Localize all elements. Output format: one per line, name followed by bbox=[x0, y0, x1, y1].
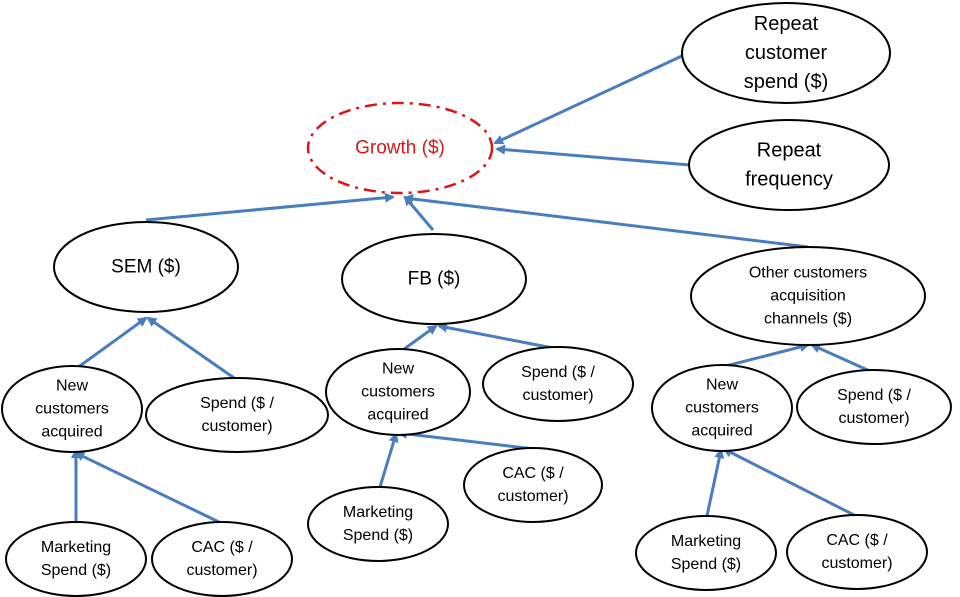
node-repeat-spend-label-line-2: customer bbox=[745, 42, 828, 64]
edge-other-spend-per-customer-to-other-channels bbox=[810, 343, 873, 374]
node-sem: SEM ($) bbox=[53, 221, 239, 313]
node-fb-new-customers-ellipse bbox=[325, 348, 471, 436]
node-other-channels-label-line-2: acquisition bbox=[770, 288, 846, 305]
edge-repeat-spend-to-growth bbox=[493, 53, 685, 145]
node-other-cac-label-line-2: customer) bbox=[821, 555, 892, 572]
edge-other-channels-to-growth bbox=[403, 194, 809, 249]
node-fb-new-customers-label-line-2: customers bbox=[361, 384, 435, 401]
node-other-new-customers-label-line-2: customers bbox=[685, 400, 759, 417]
node-sem-label-line-1: SEM ($) bbox=[111, 257, 181, 278]
node-fb-spend-per-customer: Spend ($ / customer) bbox=[482, 346, 634, 422]
node-sem-new-customers: New customers acquired bbox=[1, 365, 143, 453]
edge-fb-new-customers-to-fb bbox=[399, 324, 438, 354]
node-sem-marketing-spend-label-line-2: Spend ($) bbox=[41, 562, 111, 579]
node-other-marketing-spend-label-line-2: Spend ($) bbox=[671, 556, 741, 573]
node-fb-marketing-spend-ellipse bbox=[307, 486, 449, 562]
node-fb-marketing-spend-label-line-2: Spend ($) bbox=[343, 527, 413, 544]
node-repeat-spend: Repeat customer spend ($) bbox=[681, 2, 891, 104]
edge-fb-marketing-spend-to-fb-new-customers bbox=[378, 432, 399, 488]
node-other-marketing-spend-ellipse bbox=[635, 515, 777, 591]
edge-sem-to-growth bbox=[145, 192, 395, 222]
node-other-spend-per-customer-label-line-1: Spend ($ / bbox=[837, 387, 911, 404]
node-repeat-frequency: Repeat frequency bbox=[688, 119, 890, 211]
edge-other-cac-to-other-new-customers bbox=[722, 447, 857, 518]
edge-sem-cac-to-sem-new-customers bbox=[74, 451, 222, 525]
node-fb-cac-ellipse bbox=[463, 447, 603, 523]
node-sem-spend-per-customer-ellipse bbox=[145, 377, 329, 453]
node-fb-cac: CAC ($ / customer) bbox=[463, 447, 603, 523]
node-sem-new-customers-label-line-1: New bbox=[56, 378, 88, 395]
node-other-marketing-spend-label-line-1: Marketing bbox=[671, 533, 741, 550]
node-sem-new-customers-label-line-2: customers bbox=[35, 401, 109, 418]
node-other-cac-label-line-1: CAC ($ / bbox=[826, 532, 888, 549]
node-repeat-frequency-ellipse bbox=[688, 119, 890, 211]
node-sem-cac-label-line-1: CAC ($ / bbox=[191, 539, 253, 556]
node-sem-spend-per-customer-label-line-1: Spend ($ / bbox=[200, 395, 274, 412]
edge-fb-spend-per-customer-to-fb bbox=[437, 322, 559, 351]
node-fb-spend-per-customer-ellipse bbox=[482, 346, 634, 422]
node-sem-new-customers-ellipse bbox=[1, 365, 143, 453]
node-repeat-frequency-label-line-1: Repeat bbox=[757, 140, 822, 162]
node-other-cac: CAC ($ / customer) bbox=[786, 514, 928, 590]
edge-repeat-frequency-to-growth bbox=[495, 144, 691, 167]
node-repeat-spend-label-line-3: spend ($) bbox=[744, 71, 829, 93]
edge-other-marketing-spend-to-other-new-customers bbox=[705, 448, 725, 517]
edge-fb-cac-to-fb-new-customers bbox=[397, 428, 535, 451]
node-sem-cac-ellipse bbox=[151, 521, 293, 597]
node-other-new-customers: New customers acquired bbox=[651, 364, 793, 452]
node-fb-new-customers-label-line-1: New bbox=[382, 361, 414, 378]
node-fb: FB ($) bbox=[341, 233, 527, 325]
edge-other-new-customers-to-other-channels bbox=[721, 342, 810, 369]
node-other-channels: Other customers acquisition channels ($) bbox=[690, 246, 926, 346]
edge-sem-new-customers-to-sem bbox=[76, 316, 148, 370]
node-sem-marketing-spend-label-line-1: Marketing bbox=[41, 539, 111, 556]
edge-sem-spend-per-customer-to-sem bbox=[146, 316, 238, 382]
node-sem-cac-label-line-2: customer) bbox=[186, 562, 257, 579]
node-fb-spend-per-customer-label-line-1: Spend ($ / bbox=[521, 364, 595, 381]
node-other-spend-per-customer-ellipse bbox=[796, 369, 952, 445]
node-fb-label-line-1: FB ($) bbox=[408, 269, 461, 290]
node-sem-spend-per-customer-label-line-2: customer) bbox=[201, 418, 272, 435]
node-fb-new-customers: New customers acquired bbox=[325, 348, 471, 436]
node-growth-ellipse bbox=[306, 101, 494, 195]
node-sem-cac: CAC ($ / customer) bbox=[151, 521, 293, 597]
node-other-channels-ellipse bbox=[690, 246, 926, 346]
node-repeat-spend-label-line-1: Repeat bbox=[754, 13, 819, 35]
node-other-cac-ellipse bbox=[786, 514, 928, 590]
node-fb-spend-per-customer-label-line-2: customer) bbox=[522, 387, 593, 404]
node-other-new-customers-label-line-3: acquired bbox=[691, 423, 752, 440]
node-growth-label-line-1: Growth ($) bbox=[355, 138, 445, 159]
node-other-new-customers-ellipse bbox=[651, 364, 793, 452]
node-growth: Growth ($) bbox=[306, 101, 494, 195]
node-fb-cac-label-line-2: customer) bbox=[497, 488, 568, 505]
node-other-channels-label-line-1: Other customers bbox=[749, 265, 867, 282]
edges-layer bbox=[71, 53, 873, 525]
node-sem-spend-per-customer: Spend ($ / customer) bbox=[145, 377, 329, 453]
node-other-spend-per-customer: Spend ($ / customer) bbox=[796, 369, 952, 445]
node-other-spend-per-customer-label-line-2: customer) bbox=[838, 410, 909, 427]
node-fb-marketing-spend-label-line-1: Marketing bbox=[343, 504, 413, 521]
node-sem-new-customers-label-line-3: acquired bbox=[41, 424, 102, 441]
node-repeat-frequency-label-line-2: frequency bbox=[745, 169, 833, 191]
node-fb-ellipse bbox=[341, 233, 527, 325]
node-sem-ellipse bbox=[53, 221, 239, 313]
node-fb-new-customers-label-line-3: acquired bbox=[367, 407, 428, 424]
node-other-channels-label-line-3: channels ($) bbox=[764, 311, 852, 328]
node-other-new-customers-label-line-1: New bbox=[706, 377, 738, 394]
node-fb-cac-label-line-1: CAC ($ / bbox=[502, 465, 564, 482]
node-sem-marketing-spend-ellipse bbox=[5, 521, 147, 597]
node-repeat-spend-ellipse bbox=[681, 2, 891, 104]
